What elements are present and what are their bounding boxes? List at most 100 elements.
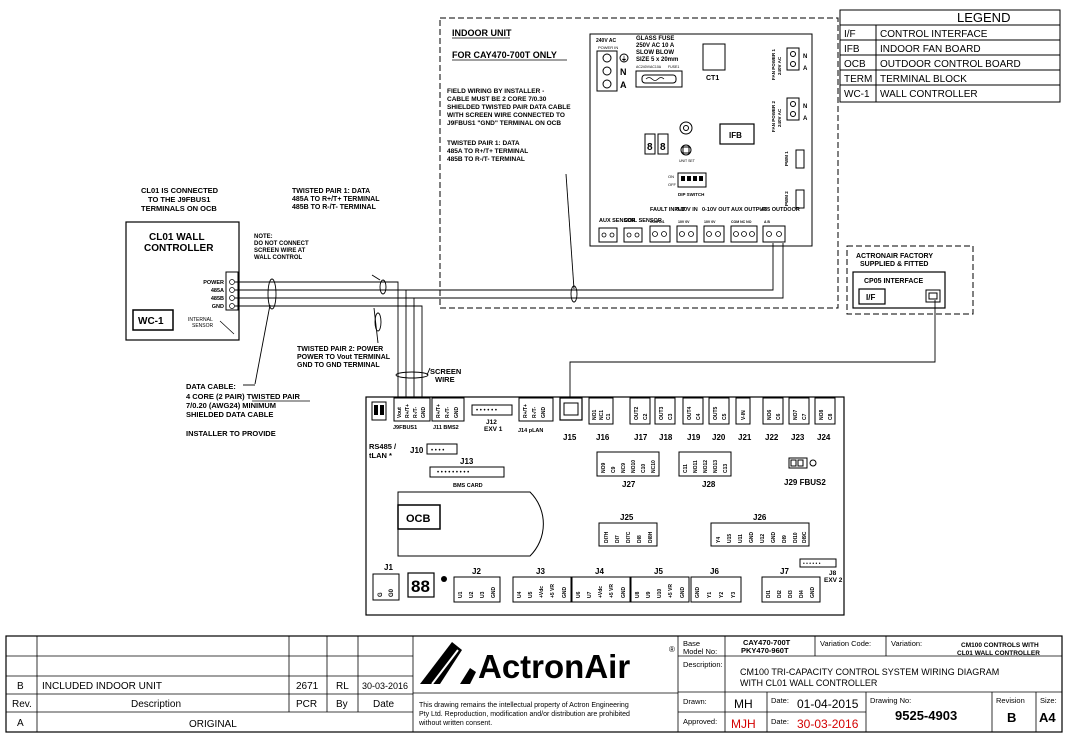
svg-text:DI3: DI3 [788, 590, 794, 598]
fan-power-2-connector [786, 97, 800, 121]
svg-text:NO10: NO10 [631, 460, 637, 473]
svg-text:Y4: Y4 [716, 537, 722, 543]
svg-text:NO6: NO6 [767, 410, 773, 421]
svg-text:Pty Ltd. Reproduction, modific: Pty Ltd. Reproduction, modification and/… [419, 711, 630, 718]
svg-text:C7: C7 [802, 413, 808, 420]
svg-text:NO13: NO13 [713, 460, 719, 473]
svg-text:TWISTED PAIR 2: POWER: TWISTED PAIR 2: POWER [297, 346, 383, 353]
svg-text:CABLE MUST BE 2 CORE 7/0.30: CABLE MUST BE 2 CORE 7/0.30 [447, 96, 547, 103]
svg-text:J11 BMS2: J11 BMS2 [433, 425, 459, 431]
svg-text:Description: Description [131, 699, 181, 710]
svg-text:CL01 WALL CONTROLLER: CL01 WALL CONTROLLER [957, 650, 1040, 657]
svg-text:J16: J16 [596, 433, 610, 442]
svg-text:8: 8 [660, 142, 666, 153]
svg-text:NO8: NO8 [819, 410, 825, 421]
svg-text:01-04-2015: 01-04-2015 [797, 697, 859, 711]
svg-text:J22: J22 [765, 433, 779, 442]
svg-text:+Vdc: +Vdc [539, 586, 545, 598]
svg-text:ActronAir: ActronAir [478, 648, 630, 685]
svg-text:J17: J17 [634, 433, 648, 442]
rj-port-icon [563, 402, 579, 416]
svg-text:without written consent.: without written consent. [418, 720, 492, 727]
fuse-note: GLASS FUSE 250V AC 10 A SLOW BLOW SIZE 5… [636, 36, 678, 63]
svg-text:C1: C1 [606, 413, 612, 420]
svg-text:485 OUTDOOR: 485 OUTDOOR [761, 207, 800, 213]
svg-text:J20: J20 [712, 433, 726, 442]
data-cable-note: DATA CABLE: 4 CORE (2 PAIR) TWISTED PAIR… [186, 382, 310, 438]
svg-text:SUPPLIED & FITTED: SUPPLIED & FITTED [860, 261, 928, 268]
svg-text:DI7: DI7 [615, 535, 621, 543]
svg-text:SCREEN WIRE AT: SCREEN WIRE AT [254, 248, 306, 254]
svg-text:UNIT SET: UNIT SET [679, 159, 696, 163]
svg-text:J7: J7 [780, 567, 789, 576]
seven-segment-display [407, 572, 435, 598]
svg-text:DI8: DI8 [637, 535, 643, 543]
svg-text:DO NOT CONNECT: DO NOT CONNECT [254, 241, 309, 247]
svg-text:TWISTED PAIR 1: DATA: TWISTED PAIR 1: DATA [292, 188, 370, 195]
svg-text:R+/T+: R+/T+ [523, 404, 529, 418]
svg-text:Y1: Y1 [707, 592, 713, 598]
svg-text:GND: GND [491, 587, 497, 599]
svg-text:C5: C5 [722, 413, 728, 420]
svg-text:COM DI1: COM DI1 [650, 220, 665, 224]
svg-text:OUT3: OUT3 [659, 406, 665, 420]
svg-text:G: G [378, 592, 384, 597]
svg-text:U12: U12 [760, 534, 766, 543]
ocb-label: OCB [406, 513, 431, 525]
svg-text:GND: GND [621, 587, 627, 599]
svg-text:GND: GND [562, 587, 568, 599]
svg-text:U11: U11 [738, 534, 744, 543]
svg-text:INCLUDED INDOOR UNIT: INCLUDED INDOOR UNIT [42, 681, 162, 692]
svg-text:A: A [620, 80, 627, 90]
svg-text:Model No:: Model No: [683, 647, 717, 656]
svg-text:MH: MH [734, 697, 753, 711]
ocb-top-connector-labels: J16 J17 J18 J19 J20 J21 J22 J23 J24 [596, 433, 831, 442]
svg-text:A4: A4 [1039, 710, 1056, 725]
svg-text:R+/T+: R+/T+ [405, 404, 411, 418]
svg-text:NO12: NO12 [703, 460, 709, 473]
svg-text:EXV 2: EXV 2 [824, 577, 843, 584]
svg-text:DI7H: DI7H [604, 531, 610, 543]
svg-text:INSTALLER TO PROVIDE: INSTALLER TO PROVIDE [186, 429, 276, 438]
svg-text:C9: C9 [611, 466, 617, 473]
svg-text:N: N [803, 54, 807, 60]
svg-text:7/0.20 (AWG24) MINIMUM: 7/0.20 (AWG24) MINIMUM [186, 401, 276, 410]
svg-text:A: A [17, 718, 24, 729]
legend-desc: INDOOR FAN BOARD [880, 44, 981, 55]
svg-text:ORIGINAL: ORIGINAL [189, 719, 237, 730]
svg-text:+Vdc: +Vdc [598, 586, 604, 598]
ct1-icon [702, 43, 726, 71]
svg-text:OFF: OFF [668, 182, 677, 187]
svg-text:NC10: NC10 [651, 460, 657, 473]
svg-text:J15: J15 [563, 433, 577, 442]
cl01-wall-controller: CL01 IS CONNECTED TO THE J9FBUS1 TERMINA… [125, 186, 309, 341]
svg-text:J21: J21 [738, 433, 752, 442]
svg-text:• • • • • •: • • • • • • [476, 408, 497, 414]
svg-text:EXV 1: EXV 1 [484, 426, 503, 433]
svg-text:485B: 485B [211, 296, 224, 302]
cp05-interface: ACTRONAIR FACTORY SUPPLIED & FITTED CP05… [846, 245, 974, 315]
svg-text:NO11: NO11 [693, 460, 699, 473]
svg-text:PCR: PCR [296, 699, 317, 710]
svg-text:DI2: DI2 [777, 590, 783, 598]
fuse-icon [641, 74, 677, 84]
svg-text:U5: U5 [528, 591, 534, 598]
svg-text:INTERNAL: INTERNAL [188, 317, 213, 323]
actronair-logo: ActronAir ® [420, 642, 675, 685]
svg-text:Description:: Description: [683, 660, 723, 669]
svg-text:CM100 TRI-CAPACITY CONTROL SYS: CM100 TRI-CAPACITY CONTROL SYSTEM WIRING… [740, 667, 999, 677]
svg-text:10V 0V: 10V 0V [704, 220, 716, 224]
ifb-bottom-labels: AUX SENSOR COIL SENSOR FAULT INPUT 0-10V… [599, 207, 800, 224]
legend-desc: CONTROL INTERFACE [880, 29, 988, 40]
svg-text:CL01 WALL: CL01 WALL [149, 232, 205, 243]
svg-text:J9FBUS1: J9FBUS1 [393, 425, 417, 431]
svg-text:®: ® [669, 645, 675, 654]
svg-text:30-03-2016: 30-03-2016 [797, 717, 859, 731]
svg-text:R-/T-: R-/T- [413, 407, 419, 418]
svg-text:Date:: Date: [771, 696, 789, 705]
svg-text:J10: J10 [410, 446, 424, 455]
svg-text:J27: J27 [622, 480, 636, 489]
svg-text:N: N [620, 67, 627, 77]
twisted-pair-2-note: TWISTED PAIR 2: POWER POWER TO Vout TERM… [297, 346, 391, 369]
svg-text:WITH CL01 WALL CONTROLLER: WITH CL01 WALL CONTROLLER [740, 678, 878, 688]
